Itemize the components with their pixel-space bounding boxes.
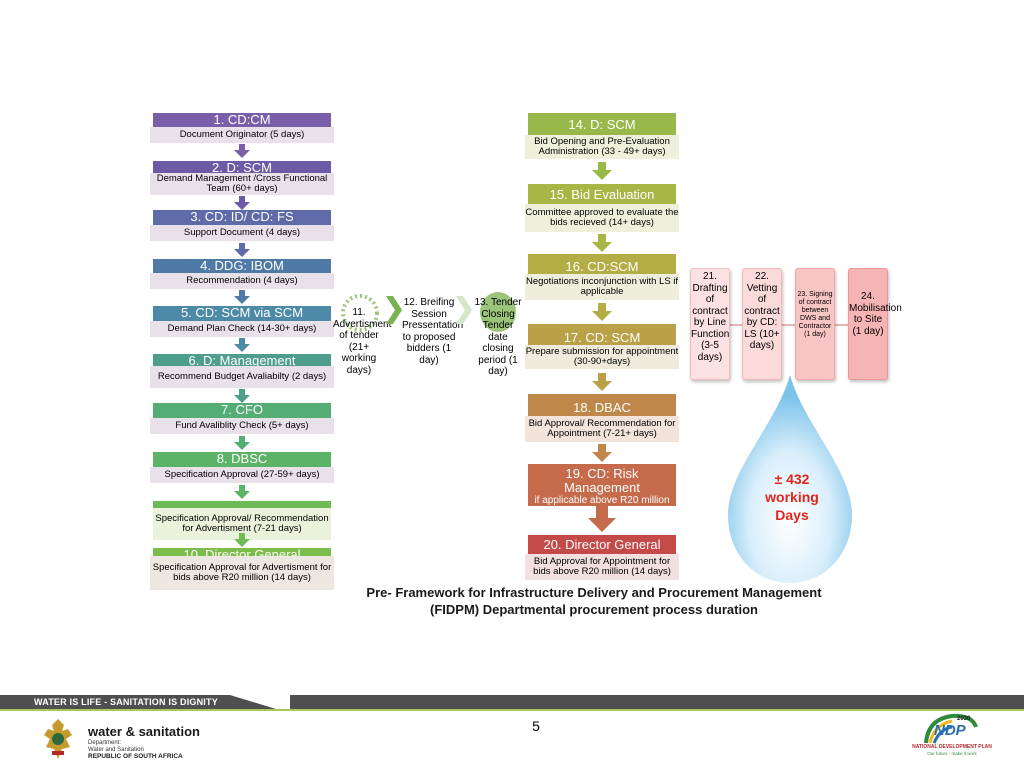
step-19-title: 19. CD: Risk Management	[564, 466, 640, 496]
ndp-name: NATIONAL DEVELOPMENT PLAN	[912, 744, 992, 750]
step-3-header: 3. CD: ID/ CD: FS	[153, 210, 331, 226]
arrow-down-2	[234, 196, 250, 210]
ndp-logo	[922, 713, 980, 747]
chevron-right-icon-1	[386, 296, 402, 324]
footer-accent-stripe	[0, 709, 1024, 711]
step-18-label: Bid Approval/ Recommendation for Appoint…	[525, 416, 679, 442]
arrow-down-19	[588, 506, 616, 532]
arrow-down-3	[234, 243, 250, 257]
footer-bevel	[230, 695, 290, 709]
step-19-subtitle: if applicable above R20 million	[534, 494, 670, 506]
arrow-down-17	[592, 373, 612, 391]
step-1-header: 1. CD:CM	[153, 113, 331, 129]
department-line-1: Department:	[88, 740, 122, 746]
step-17-label: Prepare submission for appointment (30-9…	[525, 345, 679, 369]
diagram-caption-line2: (FIDPM) Departmental procurement process…	[430, 602, 758, 617]
ndp-year: 2030	[957, 716, 971, 722]
arrow-down-18	[592, 444, 612, 462]
coat-of-arms-icon	[38, 717, 78, 761]
total-duration-text: ± 432 working Days	[765, 471, 819, 524]
arrow-down-5	[234, 338, 250, 352]
step-21-card: 21. Drafting of contract by Line Functio…	[690, 268, 730, 380]
step-20-header: 20. Director General	[528, 535, 676, 555]
step-5-label: Demand Plan Check (14-30+ days)	[150, 321, 334, 337]
step-1-label: Document Originator (5 days)	[150, 127, 334, 143]
ndp-tagline: Our future - make it work	[927, 751, 977, 756]
step-19-box: 19. CD: Risk Management if applicable ab…	[528, 464, 676, 506]
step-13-text: 13. Tender Closing Tender date closing p…	[474, 297, 522, 377]
step-23-card: 23. Signing of contract between DWS and …	[795, 268, 835, 380]
arrow-down-14	[592, 162, 612, 180]
step-6-label: Recommend Budget Avaliabilty (2 days)	[150, 366, 334, 388]
diagram-caption-line1: Pre- Framework for Infrastructure Delive…	[366, 585, 822, 600]
arrow-down-16	[592, 303, 612, 321]
ndp-logo-text: NDP	[934, 722, 966, 739]
step-5-header: 5. CD: SCM via SCM	[153, 306, 331, 322]
step-24-card: 24. Mobilisation to Site (1 day)	[848, 268, 902, 380]
step-15-header: 15. Bid Evaluation	[528, 184, 676, 204]
step-3-label: Support Document (4 days)	[150, 225, 334, 241]
step-11-icon	[338, 293, 382, 333]
step-14-header: 14. D: SCM	[528, 113, 676, 135]
card-connector-line	[708, 324, 878, 326]
step-13-badge	[480, 292, 516, 332]
arrow-down-4	[234, 290, 250, 304]
step-20-label: Bid Approval for Appointment for bids ab…	[525, 554, 679, 580]
step-15-label: Committee approved to evaluate the bids …	[525, 204, 679, 232]
department-line-3: REPUBLIC OF SOUTH AFRICA	[88, 753, 183, 760]
step-8-label: Specification Approval (27-59+ days)	[150, 467, 334, 483]
arrow-down-15	[592, 234, 612, 252]
arrow-down-8	[234, 485, 250, 499]
step-18-header: 18. DBAC	[528, 394, 676, 416]
step-8-header: 8. DBSC	[153, 452, 331, 468]
step-12-text: 12. Breifing Session Pressentation to pr…	[402, 297, 464, 366]
chevron-right-icon-2	[456, 296, 472, 324]
step-22-card: 22. Vetting of contract by CD: LS (10+ d…	[742, 268, 782, 380]
footer-slogan: WATER IS LIFE - SANITATION IS DIGNITY	[34, 697, 218, 707]
step-14-label: Bid Opening and Pre-Evaluation Administr…	[525, 135, 679, 159]
water-drop-graphic	[724, 375, 856, 585]
page-number: 5	[532, 718, 540, 734]
step-7-header: 7. CFO	[153, 403, 331, 419]
department-line-2: Water and Sanitation	[88, 747, 144, 753]
step-16-header: 16. CD:SCM	[528, 254, 676, 274]
step-17-header: 17. CD: SCM	[528, 324, 676, 346]
arrow-down-7	[234, 436, 250, 450]
arrow-down-6	[234, 389, 250, 403]
step-10-label: Specification Approval for Advertisment …	[150, 556, 334, 590]
step-7-label: Fund Avaliblity Check (5+ days)	[150, 418, 334, 434]
step-4-label: Recommendation (4 days)	[150, 273, 334, 289]
arrow-down-1	[234, 144, 250, 158]
step-11-text: 11. Advertisment of tender (21+ working …	[333, 307, 392, 376]
step-16-label: Negotiations inconjunction with LS if ap…	[525, 274, 679, 300]
arrow-down-9	[234, 533, 250, 547]
department-name: water & sanitation	[88, 724, 200, 739]
step-2-label: Demand Management /Cross Functional Team…	[150, 173, 334, 195]
step-4-header: 4. DDG: IBOM	[153, 259, 331, 275]
